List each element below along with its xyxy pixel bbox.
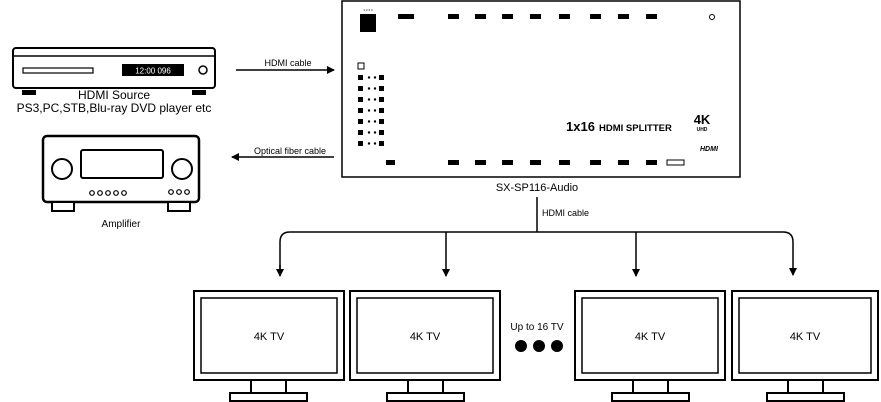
- badge-4k-sub: UHD: [697, 127, 708, 133]
- tv-count-note: Up to 16 TV: [510, 322, 564, 333]
- av-receiver-icon: [41, 134, 201, 212]
- input-cable-label: HDMI cable: [264, 58, 311, 68]
- product-name: 1x16: [566, 119, 595, 134]
- source-display-readout: 12:00 096: [135, 67, 171, 76]
- tv-monitor-icon: [574, 290, 726, 402]
- badge-4k: 4K: [694, 112, 711, 127]
- tv-label: 4K TV: [254, 331, 285, 343]
- output-cable-label: HDMI cable: [542, 208, 589, 218]
- amplifier-label: Amplifier: [102, 219, 142, 230]
- tv-label: 4K TV: [790, 331, 821, 343]
- tv-label: 4K TV: [635, 331, 666, 343]
- tv-monitor-icon: [193, 290, 345, 402]
- tv-monitor-icon: [731, 290, 879, 402]
- product-name-suffix: HDMI SPLITTER: [599, 123, 672, 134]
- hdmi-logo: HDMI: [700, 146, 719, 153]
- svg-text:1 2 3 4: 1 2 3 4: [363, 8, 373, 12]
- source-title: HDMI Source: [78, 88, 150, 102]
- hdmi-splitter-device-icon: 1 2 3 4: [341, 0, 741, 178]
- tv-label: 4K TV: [410, 331, 441, 343]
- ellipsis-dots-icon: [515, 340, 563, 352]
- dvd-player-icon: [12, 47, 216, 95]
- source-subtitle: PS3,PC,STB,Blu-ray DVD player etc: [17, 101, 212, 115]
- optical-cable-label: Optical fiber cable: [254, 146, 326, 156]
- splitter-model: SX-SP116-Audio: [496, 182, 578, 194]
- tv-monitor-icon: [349, 290, 501, 402]
